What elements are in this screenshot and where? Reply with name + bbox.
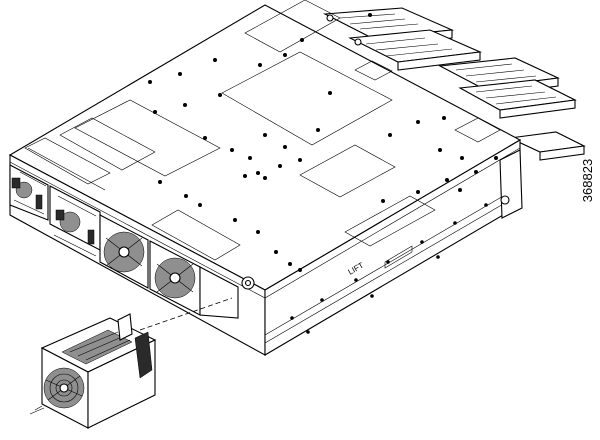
figure-number-text: 368823: [580, 158, 596, 202]
installed-fan-module: [99, 214, 239, 319]
cable-bracket-icon: [323, 7, 586, 161]
alignment-guide: [139, 297, 233, 331]
power-supply-icon: [9, 164, 101, 257]
figure-number: 368823: [578, 140, 598, 220]
fan-module-icon: [29, 313, 157, 429]
